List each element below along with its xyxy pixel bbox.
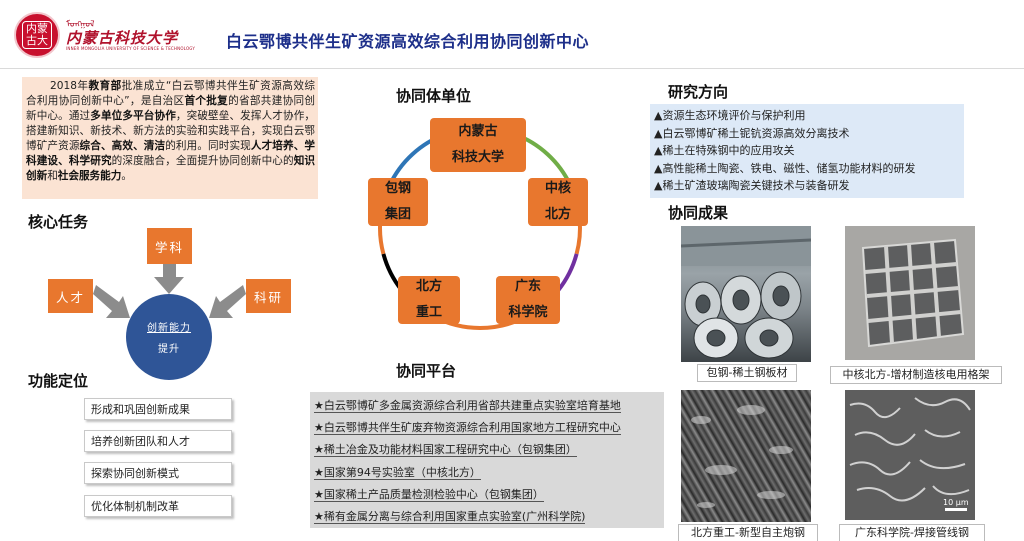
platform-title: 协同平台 — [396, 362, 457, 380]
arrow-top — [154, 264, 184, 294]
header-divider — [0, 68, 1024, 69]
intro-paragraph: 2018年教育部批准成立“白云鄂博共伴生矿资源高效综合利用协同创新中心”，是自治… — [22, 77, 318, 199]
caption-pipeline-steel: 广东科学院-焊接管线钢 — [839, 524, 985, 541]
core-center-line1: 创新能力 — [147, 323, 191, 334]
intro-text-part: 的深度融合，全面提升协同创新中心的 — [111, 155, 294, 167]
core-task-title: 核心任务 — [28, 213, 89, 231]
research-item: ▲稀土矿渣玻璃陶瓷关键技术与装备研发 — [654, 179, 850, 193]
photo-gun-steel-micrograph — [681, 390, 811, 522]
function-item: 形成和巩固创新成果 — [84, 398, 232, 420]
core-center-line2: 提升 — [158, 344, 180, 355]
arrow-left — [93, 285, 130, 318]
function-item: 探索协同创新模式 — [84, 462, 232, 484]
unit-cnnc-line2: 北方 — [544, 207, 571, 222]
platform-item: ★国家稀土产品质量检测检验中心（包钢集团） — [314, 487, 544, 502]
unit-imust: 内蒙古科技大学 — [430, 118, 526, 172]
intro-text-part: 人才培养、学科建设、科学研究 — [26, 140, 316, 167]
core-task-arrows — [93, 264, 246, 318]
intro-text-part: 。 — [121, 170, 132, 182]
intro-text-part: 的省部共建协同创新中心。通过 — [26, 95, 315, 122]
intro-text-part: 综合、高效、清洁 — [79, 140, 166, 152]
logo-mongolian-script: ᠮᠣᠩᠭᠣᠯ — [66, 20, 95, 30]
unit-northheavy-line1: 北方 — [415, 279, 442, 294]
intro-text-part: ，突破壁垒、发挥人才协作，搭建新知识、新技术、新方法的实验和实践平台，实现白云鄂… — [26, 110, 316, 152]
unit-cnnc-north: 中核北方 — [528, 178, 588, 226]
intro-text: 2018年教育部批准成立“白云鄂博共伴生矿资源高效综合利用协同创新中心”，是自治… — [26, 80, 315, 182]
unit-imust-line1: 内蒙古 — [458, 124, 498, 139]
task-research: 科研 — [246, 279, 291, 313]
unit-cnnc-line1: 中核 — [544, 181, 571, 196]
core-innovation-circle: 创新能力 提升 — [126, 294, 212, 380]
caption-gun-steel: 北方重工-新型自主炮钢 — [678, 524, 818, 541]
task-discipline: 学科 — [147, 228, 192, 264]
function-item: 培养创新团队和人才 — [84, 430, 232, 452]
unit-imust-line2: 科技大学 — [451, 150, 504, 165]
intro-text-part: 批准成立“白云鄂博共伴生矿资源高效综合利用协同创新中心”，是自治区 — [26, 80, 315, 107]
research-item: ▲白云鄂博矿稀土铌钪资源高效分离技术 — [654, 126, 850, 140]
unit-baotou-line1: 包钢 — [384, 181, 411, 196]
research-item: ▲高性能稀土陶瓷、铁电、磁性、储氢功能材料的研发 — [654, 161, 916, 175]
unit-north-heavy: 北方重工 — [398, 276, 460, 324]
header: 内蒙 古大 ᠮᠣᠩᠭᠣᠯ 内蒙古科技大学 INNER MONGOLIA UNIV… — [0, 0, 1024, 70]
unit-gdas-line2: 科学院 — [508, 305, 548, 320]
function-title: 功能定位 — [28, 372, 89, 390]
intro-text-part: 和 — [47, 170, 58, 182]
photo-steel-coils — [681, 226, 811, 362]
page-title: 白云鄂博共伴生矿资源高效综合利用协同创新中心 — [226, 32, 590, 51]
scale-bar-label: 10 µm — [943, 498, 969, 507]
research-item: ▲资源生态环境评价与保护利用 — [654, 109, 806, 122]
intro-text-part: 教育部 — [88, 80, 122, 92]
research-list: ▲资源生态环境评价与保护利用 ▲白云鄂博矿稀土铌钪资源高效分离技术 ▲稀土在特殊… — [650, 104, 964, 198]
task-talent: 人才 — [48, 279, 93, 313]
platform-item: ★白云鄂博矿多金属资源综合利用省部共建重点实验室培育基地 — [314, 399, 621, 413]
research-item: ▲稀土在特殊钢中的应用攻关 — [654, 144, 795, 158]
unit-gdas-line1: 广东 — [514, 279, 541, 294]
unit-guangdong-academy: 广东科学院 — [496, 276, 560, 324]
unit-baotou-steel: 包钢集团 — [368, 178, 428, 226]
unit-northheavy-line2: 重工 — [415, 305, 442, 320]
logo-university-name: 内蒙古科技大学 — [66, 29, 179, 47]
units-title: 协同体单位 — [396, 87, 472, 105]
platform-item: ★国家第94号实验室（中核北方） — [314, 465, 481, 480]
arrow-right — [209, 285, 246, 318]
platform-item: ★稀土冶金及功能材料国家工程研究中心（包钢集团） — [314, 443, 577, 458]
intro-text-part: 社会服务能力 — [57, 170, 122, 182]
function-item: 优化体制机制改革 — [84, 495, 232, 517]
caption-nuclear-grid: 中核北方-增材制造核电用格架 — [830, 366, 1002, 384]
logo-seal-text: 内蒙 古大 — [22, 21, 52, 49]
caption-steel-coils: 包钢-稀土钢板材 — [697, 364, 797, 382]
platform-list: ★白云鄂博矿多金属资源综合利用省部共建重点实验室培育基地 ★白云鄂博共伴生矿废弃… — [310, 392, 664, 528]
research-title: 研究方向 — [668, 83, 729, 101]
university-logo-seal: 内蒙 古大 — [14, 12, 60, 58]
intro-text-part: 多单位多平台协作 — [90, 110, 176, 122]
logo-english-name: INNER MONGOLIA UNIVERSITY OF SCIENCE & T… — [66, 46, 196, 51]
intro-text-part: 首个批复 — [184, 95, 229, 107]
intro-text-part: 知识创新 — [26, 155, 316, 182]
platform-item: ★白云鄂博共伴生矿废弃物资源综合利用国家地方工程研究中心 — [314, 421, 621, 436]
intro-text-part: 的利用。同时实现 — [165, 140, 251, 152]
intro-text-part: 2018年 — [50, 80, 89, 92]
platform-item: ★稀有金属分离与综合利用国家重点实验室(广州科学院) — [314, 510, 586, 525]
photo-nuclear-grid — [845, 226, 975, 360]
unit-baotou-line2: 集团 — [384, 207, 411, 222]
photo-pipeline-micrograph: 10 µm — [845, 390, 975, 520]
achievements-title: 协同成果 — [668, 204, 729, 222]
